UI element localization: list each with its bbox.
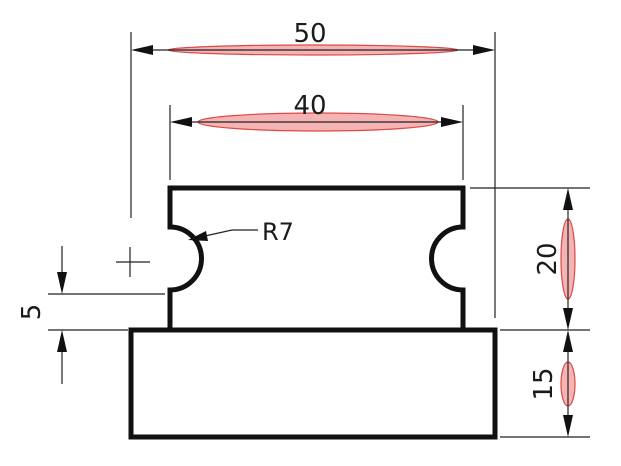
radius-leader: R7 xyxy=(188,218,294,246)
dimension-label-20: 20 xyxy=(533,242,563,275)
upper-block xyxy=(167,185,466,330)
dimension-50: 50 xyxy=(130,19,496,318)
dimension-40: 40 xyxy=(169,91,464,180)
dimension-label-40: 40 xyxy=(293,91,326,121)
dimension-5: 5 xyxy=(17,246,165,384)
dimension-label-5: 5 xyxy=(17,304,47,321)
base-block xyxy=(128,327,498,440)
dimension-20: 20 xyxy=(470,187,590,331)
dimension-label-15: 15 xyxy=(529,367,559,400)
dimension-15: 15 xyxy=(500,330,590,438)
radius-label: R7 xyxy=(262,218,294,246)
arc-center-mark xyxy=(116,247,150,277)
dimension-label-50: 50 xyxy=(293,19,326,49)
